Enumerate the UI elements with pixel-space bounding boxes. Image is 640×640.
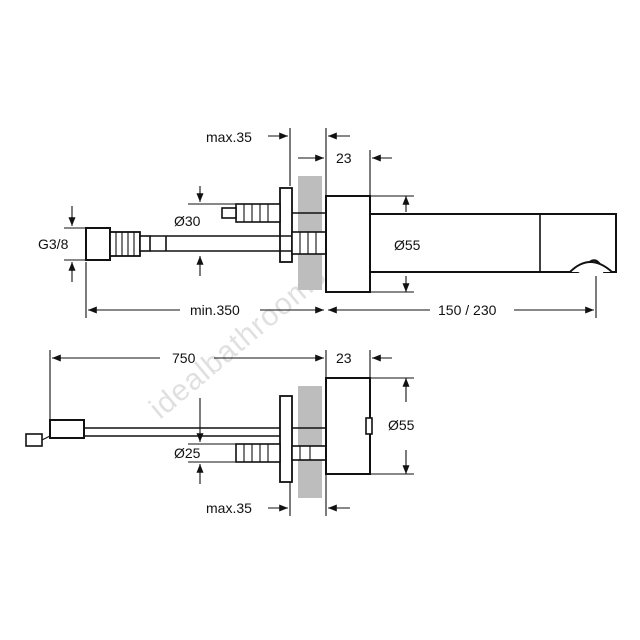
label-max-depth-top: max.35 [206, 129, 252, 145]
cable-connector [49, 419, 85, 439]
threaded-inlet-lower [291, 231, 327, 255]
wall-plate-bottom [279, 395, 293, 483]
label-plate-offset-top: 23 [336, 150, 352, 166]
threaded-inlet-upper [235, 203, 281, 223]
bottom-view: 750 23 Ø55 Ø25 max.35 [25, 350, 415, 516]
tap-body-top [325, 195, 371, 293]
label-body-diameter-top: Ø55 [394, 237, 421, 253]
hose-ferrule [109, 231, 141, 257]
label-cable-length: 750 [172, 350, 196, 366]
label-hose-length: min.350 [190, 302, 240, 318]
label-inlet-diameter-top: Ø30 [174, 213, 201, 229]
label-body-diameter-bottom: Ø55 [388, 417, 415, 433]
hose-nut [85, 227, 111, 261]
label-plate-offset-bottom: 23 [336, 350, 352, 366]
wall-section-bottom [298, 386, 322, 498]
threaded-inlet-bottom [235, 443, 281, 463]
top-view: max.35 23 Ø30 G3/8 Ø55 min.350 150 / 230 [38, 128, 617, 318]
label-inlet-diameter-bottom: Ø25 [174, 445, 201, 461]
label-thread-size: G3/8 [38, 236, 69, 252]
tap-body-bottom [325, 377, 371, 475]
cable-plug [25, 433, 43, 447]
label-max-depth-bottom: max.35 [206, 500, 252, 516]
wall-plate-top [279, 187, 293, 263]
spout-aerator [569, 261, 613, 273]
label-spout-length: 150 / 230 [438, 302, 497, 318]
sensor-window [365, 417, 373, 435]
